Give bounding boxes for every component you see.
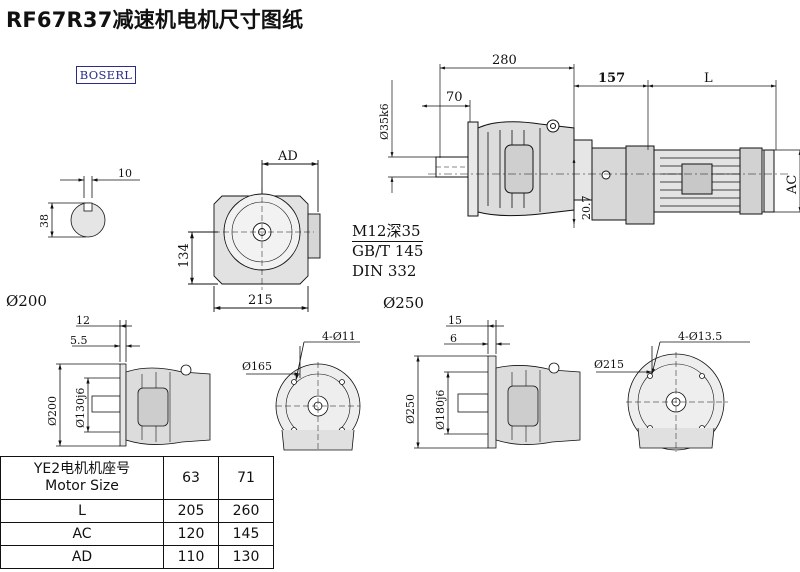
brand-logo: BOSERL bbox=[76, 66, 136, 84]
flange-200-front-view bbox=[246, 341, 361, 452]
dim-flange200-dia130: Ø130j6 bbox=[74, 388, 87, 428]
flange-size-label-200: Ø200 bbox=[6, 292, 47, 310]
table-row-label: L bbox=[0, 499, 164, 523]
flange-250-front-view bbox=[596, 341, 750, 452]
dim-flange200-holes: 4-Ø11 bbox=[322, 330, 356, 343]
table-header-cell: YE2电机机座号 Motor Size bbox=[0, 456, 164, 500]
dim-flange250-dia215: Ø215 bbox=[594, 358, 624, 371]
table-cell: 130 bbox=[218, 545, 274, 569]
dim-flange250-dia180: Ø180j6 bbox=[434, 390, 447, 430]
dim-flange200-5-5: 5.5 bbox=[70, 334, 88, 347]
table-row: AD 110 130 bbox=[0, 545, 274, 569]
table-cell: 120 bbox=[163, 522, 219, 546]
page-title: RF67R37减速机电机尺寸图纸 bbox=[6, 8, 304, 32]
dim-AD: AD bbox=[277, 149, 298, 164]
note-center-hole-thread: M12深35 bbox=[352, 222, 421, 240]
front-view bbox=[188, 160, 321, 312]
dim-flange200-dia165: Ø165 bbox=[242, 360, 272, 373]
motor-size-table: YE2电机机座号 Motor Size 63 71 L 205 260 AC 1… bbox=[0, 456, 274, 569]
table-header-row: YE2电机机座号 Motor Size 63 71 bbox=[0, 456, 274, 500]
table-row: AC 120 145 bbox=[0, 522, 274, 546]
dim-280: 280 bbox=[492, 53, 517, 68]
side-view-dimensions bbox=[388, 64, 800, 228]
note-standard-din: DIN 332 bbox=[352, 262, 417, 280]
table-cell: 205 bbox=[163, 499, 219, 523]
dim-134: 134 bbox=[177, 243, 192, 268]
table-row-label: AD bbox=[0, 545, 164, 569]
table-row: L 205 260 bbox=[0, 499, 274, 523]
side-view-gearmotor bbox=[428, 119, 790, 225]
dim-flange250-holes: 4-Ø13.5 bbox=[678, 330, 722, 343]
table-cell: 110 bbox=[163, 545, 219, 569]
table-cell: 260 bbox=[218, 499, 274, 523]
dim-AC: AC bbox=[785, 175, 800, 195]
dim-key-38: 38 bbox=[38, 214, 51, 228]
dim-shaft-35: Ø35k6 bbox=[378, 103, 391, 140]
dim-flange200-12: 12 bbox=[76, 314, 90, 327]
note-standard-gbt: GB/T 145 bbox=[352, 241, 424, 260]
dim-flange200-dia200: Ø200 bbox=[46, 396, 59, 426]
key-section bbox=[48, 176, 140, 238]
table-header-cn: YE2电机机座号 bbox=[33, 461, 131, 477]
dim-157: 157 bbox=[598, 71, 625, 86]
dim-flange250-dia250: Ø250 bbox=[404, 394, 417, 424]
flange-size-label-250: Ø250 bbox=[383, 294, 424, 312]
flange-200-side-view bbox=[56, 320, 211, 447]
flange-250-side-view bbox=[414, 320, 581, 449]
table-col-63: 63 bbox=[163, 456, 219, 500]
dim-20-7: 20.7 bbox=[580, 196, 593, 221]
dim-flange250-6: 6 bbox=[450, 332, 457, 345]
dim-215: 215 bbox=[248, 293, 273, 308]
dim-flange250-15: 15 bbox=[448, 314, 462, 327]
table-row-label: AC bbox=[0, 522, 164, 546]
table-col-71: 71 bbox=[218, 456, 274, 500]
table-cell: 145 bbox=[218, 522, 274, 546]
dim-L: L bbox=[704, 71, 713, 86]
dim-key-10: 10 bbox=[118, 167, 132, 180]
table-header-en: Motor Size bbox=[45, 478, 119, 494]
dim-70: 70 bbox=[446, 90, 463, 105]
